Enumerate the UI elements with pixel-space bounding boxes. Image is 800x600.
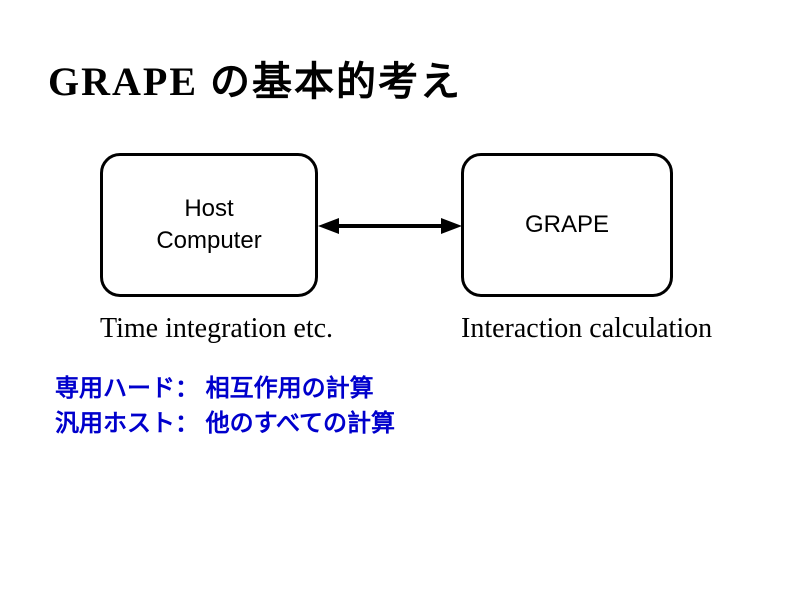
grape-box-caption: Interaction calculation xyxy=(461,313,713,344)
grape-box: GRAPE xyxy=(461,153,673,297)
bidirectional-arrow-icon xyxy=(318,206,462,246)
grape-box-label: GRAPE xyxy=(524,211,610,238)
host-computer-box: Host Computer xyxy=(100,153,318,297)
host-box-caption: Time integration etc. xyxy=(100,313,334,344)
slide-title: GRAPE の基本的考え xyxy=(48,59,462,104)
note-dedicated-hardware: 専用ハード： 相互作用の計算 xyxy=(55,375,374,402)
host-box-label-line1: Host xyxy=(184,195,234,222)
notes-block: 専用ハード： 相互作用の計算 汎用ホスト： 他のすべての計算 xyxy=(55,371,395,441)
host-box-label-line2: Computer xyxy=(156,227,262,254)
note-general-host: 汎用ホスト： 他のすべての計算 xyxy=(55,410,396,437)
